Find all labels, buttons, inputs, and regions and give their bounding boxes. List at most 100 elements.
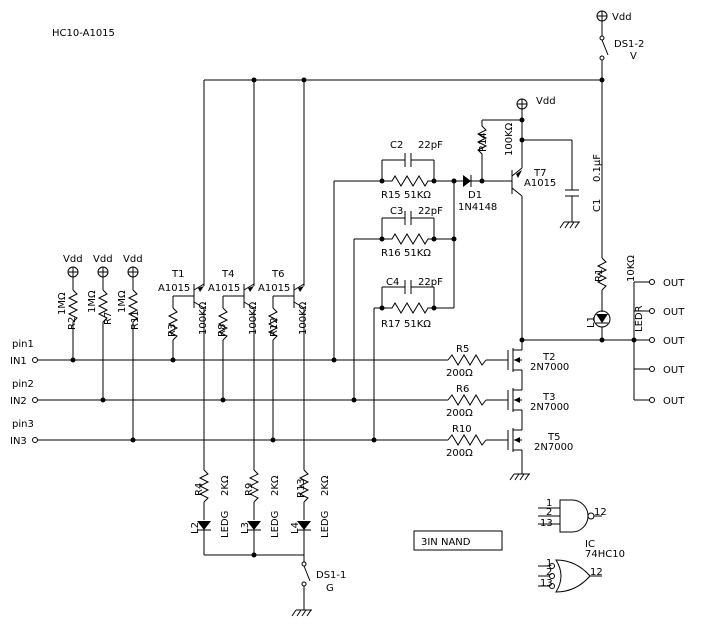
svg-text:12: 12: [590, 567, 603, 578]
out-terminal-5[interactable]: [649, 397, 655, 403]
svg-text:L2: L2: [190, 522, 201, 534]
svg-text:R10: R10: [452, 424, 472, 435]
svg-text:OUT: OUT: [663, 396, 685, 407]
svg-text:R2: R2: [67, 317, 78, 330]
svg-text:A1015: A1015: [208, 283, 240, 294]
rc-network-3: C4 22pF R17 51KΩ: [373, 277, 454, 440]
svg-text:L3: L3: [240, 522, 251, 534]
svg-text:100KΩ: 100KΩ: [198, 301, 209, 335]
svg-text:1: 1: [546, 558, 552, 569]
ic-part: 74HC10: [585, 549, 625, 560]
svg-text:R13: R13: [296, 478, 307, 498]
svg-text:C1: C1: [592, 199, 603, 212]
ic-label: IC: [585, 539, 595, 550]
led-stage-1: R4 2KΩ L2 LEDG: [190, 469, 231, 555]
transistor-t7: T7 A1015: [511, 120, 556, 340]
svg-text:OUT: OUT: [663, 278, 685, 289]
output-terminals: OUT OUT OUT OUT OUT: [633, 278, 685, 407]
svg-text:0.1μF: 0.1μF: [592, 154, 603, 182]
svg-text:2KΩ: 2KΩ: [220, 475, 231, 496]
svg-text:12: 12: [594, 507, 607, 518]
svg-text:C2: C2: [390, 140, 403, 151]
svg-text:R9: R9: [244, 483, 255, 496]
out-terminal-1[interactable]: [649, 279, 655, 285]
resistor-r1: R1 10KΩ: [594, 80, 637, 312]
svg-text:pin3: pin3: [12, 419, 34, 430]
svg-text:22pF: 22pF: [418, 206, 443, 217]
out-terminal-2[interactable]: [649, 308, 655, 314]
ds1-2-sublabel: V: [630, 51, 637, 62]
pullup-vdd-3: Vdd R11 1MΩ: [117, 254, 143, 440]
svg-text:T7: T7: [533, 168, 546, 179]
capacitor-c1: C1 0.1μF: [519, 137, 603, 229]
svg-text:Vdd: Vdd: [536, 96, 556, 107]
svg-text:Vdd: Vdd: [63, 254, 83, 265]
svg-text:51KΩ: 51KΩ: [404, 248, 431, 259]
svg-text:G: G: [326, 583, 334, 594]
svg-text:200Ω: 200Ω: [446, 368, 473, 379]
svg-text:22pF: 22pF: [418, 277, 443, 288]
svg-text:R16: R16: [381, 248, 401, 259]
input-2: pin2 IN2: [10, 379, 448, 407]
switch-ds1-1: DS1-1 G: [291, 555, 346, 617]
svg-text:200Ω: 200Ω: [446, 448, 473, 459]
svg-text:T3: T3: [542, 392, 555, 403]
input-1: pin1 IN1: [10, 339, 448, 367]
svg-text:T1: T1: [171, 269, 184, 280]
svg-text:2: 2: [546, 567, 552, 578]
led-stage-2: R9 2KΩ L3 LEDG: [240, 469, 281, 555]
svg-text:R1: R1: [594, 269, 605, 282]
svg-text:R15: R15: [381, 190, 401, 201]
svg-text:1MΩ: 1MΩ: [87, 290, 98, 313]
svg-text:200Ω: 200Ω: [446, 408, 473, 419]
svg-text:T6: T6: [271, 269, 284, 280]
nand-gate-symbol: 1 2 13 12: [538, 498, 607, 533]
svg-text:C3: C3: [390, 206, 403, 217]
diode-d1: D1 1N4148: [458, 175, 512, 213]
svg-text:10KΩ: 10KΩ: [626, 255, 637, 282]
svg-text:R6: R6: [456, 384, 469, 395]
mosfet-t5: R10 200Ω T5 2N7000: [446, 424, 573, 474]
svg-text:R17: R17: [381, 319, 401, 330]
ds1-2-label: DS1-2: [614, 39, 644, 50]
svg-text:R4: R4: [194, 483, 205, 496]
svg-text:R7: R7: [103, 312, 114, 325]
svg-text:R12: R12: [269, 317, 280, 337]
svg-text:R11: R11: [130, 310, 141, 330]
svg-text:LEDG: LEDG: [320, 511, 331, 538]
svg-text:A1015: A1015: [158, 283, 190, 294]
vdd-label: Vdd: [612, 12, 632, 23]
resistor-r14: R14 100KΩ: [476, 117, 525, 181]
transistor-t6: T6 A1015 R12 100KΩ: [258, 269, 309, 470]
svg-text:13: 13: [540, 578, 553, 589]
svg-text:A1015: A1015: [524, 178, 556, 189]
svg-text:Vdd: Vdd: [123, 254, 143, 265]
svg-text:LEDG: LEDG: [270, 511, 281, 538]
svg-text:1N4148: 1N4148: [458, 202, 497, 213]
svg-text:LEDR: LEDR: [634, 305, 645, 332]
svg-text:1: 1: [546, 498, 552, 509]
svg-text:L4: L4: [290, 522, 301, 534]
svg-text:OUT: OUT: [663, 307, 685, 318]
svg-text:pin1: pin1: [12, 339, 34, 350]
svg-text:OUT: OUT: [663, 365, 685, 376]
out-terminal-3[interactable]: [649, 337, 655, 343]
vdd-t7: Vdd: [516, 96, 556, 120]
svg-text:IN1: IN1: [10, 356, 27, 367]
nand-label: 3IN NAND: [421, 537, 471, 548]
svg-text:13: 13: [540, 518, 553, 529]
rc-network-1: C2 22pF R15 51KΩ: [333, 140, 463, 360]
transistor-t4: T4 A1015 R8 100KΩ: [208, 269, 259, 470]
out-terminal-4[interactable]: [649, 366, 655, 372]
svg-text:100KΩ: 100KΩ: [504, 122, 515, 156]
svg-text:R5: R5: [456, 344, 469, 355]
svg-text:2KΩ: 2KΩ: [270, 475, 281, 496]
svg-text:2N7000: 2N7000: [530, 362, 569, 373]
or-gate-symbol: 1 2 13 12: [538, 558, 603, 593]
switch-ds1-2: [601, 39, 609, 56]
svg-text:T2: T2: [542, 352, 555, 363]
svg-text:51KΩ: 51KΩ: [404, 319, 431, 330]
svg-text:IN2: IN2: [10, 396, 27, 407]
svg-text:22pF: 22pF: [418, 140, 443, 151]
svg-text:2N7000: 2N7000: [534, 442, 573, 453]
